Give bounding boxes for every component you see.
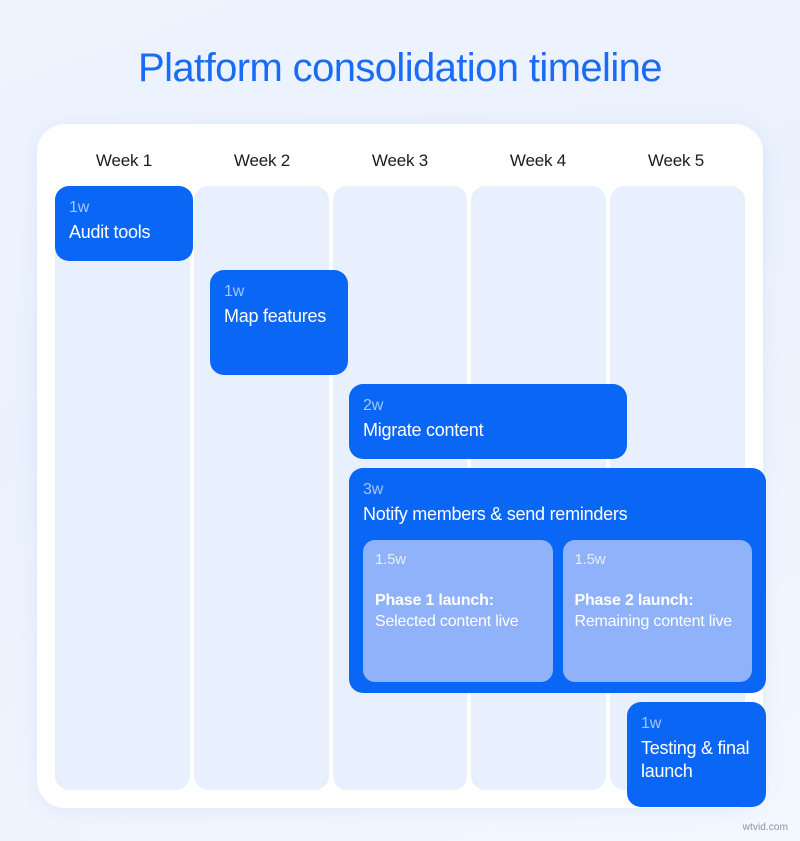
task-duration: 1w bbox=[224, 283, 245, 300]
week-header-4: Week 4 bbox=[509, 151, 567, 170]
subtask-description: Remaining content live bbox=[574, 613, 733, 630]
task-duration: 2w bbox=[363, 397, 384, 414]
task-label: Testing & final launch bbox=[641, 738, 750, 781]
timeline-card: Week 1 Week 2 Week 3 Week 4 Week 5 1w Au… bbox=[37, 124, 766, 808]
task-duration: 1w bbox=[69, 199, 90, 216]
task-duration: 3w bbox=[363, 481, 384, 498]
task-label: Migrate content bbox=[363, 420, 484, 440]
task-bar-map-features[interactable]: 1w Map features bbox=[210, 270, 348, 375]
week-column-1 bbox=[55, 186, 190, 790]
subtask-description: Selected content live bbox=[375, 613, 519, 630]
week-header-3: Week 3 bbox=[371, 151, 429, 170]
task-label: Audit tools bbox=[69, 222, 151, 242]
week-header-2: Week 2 bbox=[233, 151, 291, 170]
task-bar-migrate-content[interactable]: 2w Migrate content bbox=[349, 384, 627, 459]
task-bar-notify-members[interactable]: 3w Notify members & send reminders 1.5w … bbox=[349, 468, 766, 693]
page-title: Platform consolidation timeline bbox=[138, 46, 662, 90]
week-header-row: Week 1 Week 2 Week 3 Week 4 Week 5 bbox=[55, 138, 745, 184]
week-header-5: Week 5 bbox=[647, 151, 705, 170]
subtask-duration: 1.5w bbox=[375, 551, 406, 568]
task-bars: 1w Audit tools 1w Map features 2w Migrat… bbox=[55, 186, 766, 807]
task-label: Map features bbox=[224, 306, 327, 326]
subtask-group: 1.5w Phase 1 launch: Selected content li… bbox=[363, 540, 752, 682]
task-bar-audit-tools[interactable]: 1w Audit tools bbox=[55, 186, 193, 261]
subtask-title: Phase 2 launch: bbox=[574, 592, 694, 609]
subtask-duration: 1.5w bbox=[574, 551, 606, 568]
subtask-title: Phase 1 launch: bbox=[375, 592, 494, 609]
task-label: Notify members & send reminders bbox=[363, 504, 628, 524]
watermark: wtvid.com bbox=[742, 822, 788, 833]
week-header-1: Week 1 bbox=[95, 151, 153, 170]
subtask-bar-phase-2-launch[interactable]: 1.5w Phase 2 launch: Remaining content l… bbox=[562, 540, 752, 682]
subtask-bar-phase-1-launch[interactable]: 1.5w Phase 1 launch: Selected content li… bbox=[363, 540, 553, 682]
task-bar-testing-final-launch[interactable]: 1w Testing & final launch bbox=[627, 702, 766, 807]
task-duration: 1w bbox=[641, 715, 662, 732]
